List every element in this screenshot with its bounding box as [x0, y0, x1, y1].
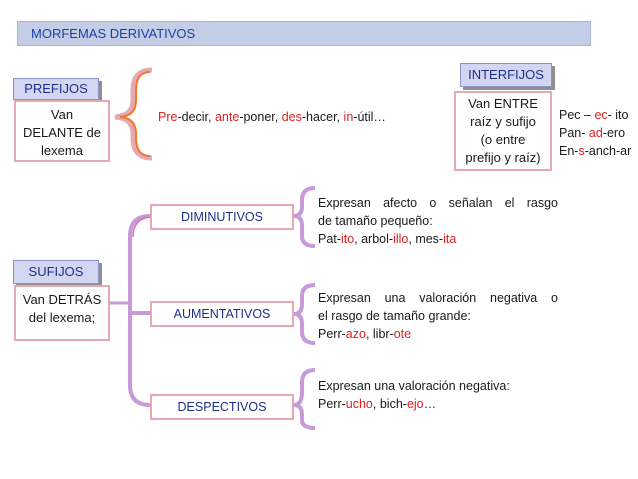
- example-morph: ita: [443, 232, 457, 246]
- sufijos-branch-accent: [132, 216, 154, 238]
- interfijo-example: Pec – ec- ito: [559, 106, 631, 124]
- interfijos-examples: Pec – ec- ito Pan- ad-ero En-s-anch-ar: [559, 106, 631, 160]
- sufijos-branch: [128, 214, 151, 407]
- diminutivos-label-text: DIMINUTIVOS: [181, 210, 263, 224]
- aumentativos-examples: Perr-azo, libr-ote: [318, 325, 558, 343]
- interfijo-morph: ad: [588, 126, 603, 140]
- example-post: ,: [408, 232, 416, 246]
- prefijo-rest: -hacer,: [301, 110, 344, 124]
- interfijo-pre: Pan-: [559, 126, 589, 140]
- sufijos-desc-line: del lexema;: [28, 310, 96, 325]
- example-pre: Perr-: [318, 327, 346, 341]
- prefijo-morph: des: [281, 110, 302, 124]
- aumentativos-label: AUMENTATIVOS: [150, 301, 294, 327]
- example-morph: ote: [393, 327, 412, 341]
- prefijos-desc-line: DELANTE de: [22, 125, 102, 140]
- example-pre: arbol-: [361, 232, 394, 246]
- title-bar: MORFEMAS DERIVATIVOS: [17, 21, 591, 46]
- interfijo-post: -anch-ar: [584, 144, 632, 158]
- example-morph: illo: [393, 232, 409, 246]
- aumentativos-line: Expresan una valoración negativa o: [318, 291, 558, 305]
- example-pre: Perr-: [318, 397, 346, 411]
- interfijos-desc-line: (o entre: [480, 132, 526, 147]
- aumentativos-label-text: AUMENTATIVOS: [173, 307, 271, 321]
- prefijo-rest: -poner,: [239, 110, 282, 124]
- example-post: ,: [354, 232, 362, 246]
- prefijos-tag-label: PREFIJOS: [24, 81, 88, 96]
- diminutivos-line: de tamaño pequeño:: [318, 214, 433, 228]
- sufijos-description: Van DETRÁS del lexema;: [14, 285, 110, 341]
- prefijo-morph: ante: [214, 110, 240, 124]
- interfijo-example: En-s-anch-ar: [559, 142, 631, 160]
- interfijo-pre: Pec –: [559, 108, 595, 122]
- sufijos-tag: SUFIJOS: [13, 260, 99, 284]
- prefijos-examples: Pre-decir, ante-poner, des-hacer, in-úti…: [158, 108, 386, 126]
- diminutivos-line: Expresan afecto o señalan el rasgo: [318, 196, 558, 210]
- sufijos-desc-line: Van DETRÁS: [22, 292, 102, 307]
- despectivos-examples: Perr-ucho, bich-ejo…: [318, 395, 510, 413]
- diminutivos-bracket: [293, 186, 316, 248]
- prefijos-bracket: [114, 67, 153, 161]
- interfijos-desc-line: Van ENTRE: [468, 96, 538, 111]
- example-morph: ucho: [345, 397, 373, 411]
- page-title: MORFEMAS DERIVATIVOS: [31, 26, 196, 41]
- despectivos-explanation: Expresan una valoración negativa: Perr-u…: [318, 377, 510, 413]
- diminutivos-examples: Pat-ito, arbol-illo, mes-ita: [318, 230, 558, 248]
- prefijos-tag: PREFIJOS: [13, 78, 99, 100]
- interfijos-tag-label: INTERFIJOS: [468, 67, 544, 82]
- despectivos-line: Expresan una valoración negativa:: [318, 379, 510, 393]
- diminutivos-label: DIMINUTIVOS: [150, 204, 294, 230]
- example-post: ,: [365, 327, 373, 341]
- prefijo-rest: -útil…: [353, 110, 386, 124]
- interfijos-desc-line: raíz y sufijo: [470, 114, 536, 129]
- interfijo-post: - ito: [607, 108, 629, 122]
- interfijo-example: Pan- ad-ero: [559, 124, 631, 142]
- interfijos-tag: INTERFIJOS: [460, 63, 552, 87]
- prefijos-desc-line: Van: [50, 107, 74, 122]
- interfijo-morph: ec: [594, 108, 608, 122]
- interfijo-post: -ero: [602, 126, 626, 140]
- prefijos-description: Van DELANTE de lexema: [14, 100, 110, 162]
- example-pre: libr-: [372, 327, 394, 341]
- prefijos-bracket-accent: [119, 71, 151, 157]
- aumentativos-explanation: Expresan una valoración negativa o el ra…: [318, 289, 558, 343]
- example-pre: mes-: [415, 232, 444, 246]
- interfijo-morph: s: [578, 144, 585, 158]
- example-post: …: [423, 397, 437, 411]
- prefijo-morph: Pre: [158, 110, 178, 124]
- prefijo-morph: in: [343, 110, 354, 124]
- diminutivos-explanation: Expresan afecto o señalan el rasgo de ta…: [318, 194, 558, 248]
- despectivos-label-text: DESPECTIVOS: [177, 400, 267, 414]
- prefijo-rest: -decir,: [177, 110, 215, 124]
- example-morph: ito: [340, 232, 355, 246]
- example-morph: azo: [345, 327, 366, 341]
- sufijos-tag-label: SUFIJOS: [28, 264, 84, 279]
- example-morph: ejo: [406, 397, 424, 411]
- aumentativos-bracket: [293, 283, 316, 345]
- interfijo-pre: En-: [559, 144, 579, 158]
- example-pre: Pat-: [318, 232, 341, 246]
- example-post: ,: [372, 397, 380, 411]
- despectivos-label: DESPECTIVOS: [150, 394, 294, 420]
- prefijos-desc-line: lexema: [41, 143, 83, 158]
- example-pre: bich-: [379, 397, 407, 411]
- aumentativos-line: el rasgo de tamaño grande:: [318, 309, 471, 323]
- interfijos-description: Van ENTRE raíz y sufijo (o entre prefijo…: [454, 91, 552, 171]
- despectivos-bracket: [293, 368, 316, 430]
- interfijos-desc-line: prefijo y raíz): [465, 150, 541, 165]
